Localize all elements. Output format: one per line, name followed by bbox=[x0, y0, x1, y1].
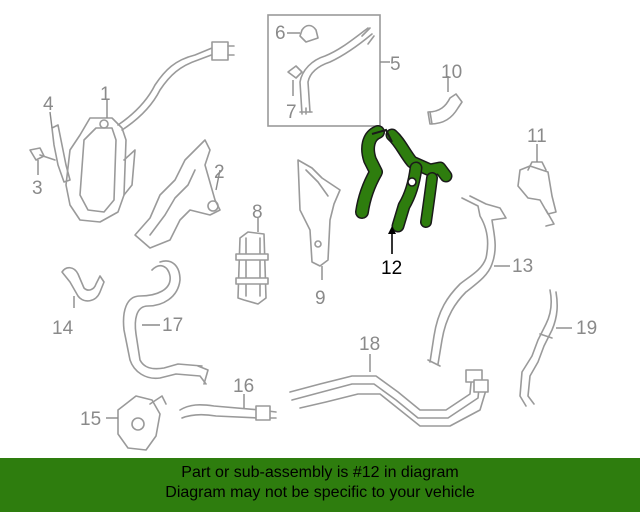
part-7-clamp[interactable] bbox=[287, 65, 303, 79]
callout-5: 5 bbox=[390, 54, 401, 75]
footer-banner: Part or sub-assembly is #12 in diagram D… bbox=[0, 458, 640, 512]
callout-3: 3 bbox=[32, 178, 43, 199]
callout-13: 13 bbox=[512, 256, 533, 277]
part-3-bolt[interactable] bbox=[29, 147, 56, 161]
part-12-hose[interactable] bbox=[355, 125, 453, 233]
part-6-clamp[interactable] bbox=[299, 24, 319, 43]
parts-diagram: 1 4 3 2 6 7 bbox=[29, 14, 597, 451]
part-2-bracket[interactable] bbox=[134, 139, 221, 249]
part-8-bracket[interactable] bbox=[235, 231, 269, 305]
part-5-hose[interactable] bbox=[299, 27, 375, 115]
part-11-valve[interactable] bbox=[517, 161, 557, 227]
callout-17: 17 bbox=[162, 315, 183, 336]
callout-4: 4 bbox=[43, 94, 54, 115]
callout-6: 6 bbox=[275, 23, 286, 44]
callout-1: 1 bbox=[100, 84, 111, 105]
callout-10: 10 bbox=[441, 62, 462, 83]
arrow-12 bbox=[388, 226, 396, 234]
callout-7: 7 bbox=[286, 102, 297, 123]
callout-11: 11 bbox=[527, 126, 547, 147]
callout-9: 9 bbox=[315, 288, 326, 309]
part-4-clip[interactable] bbox=[51, 124, 71, 183]
callout-2: 2 bbox=[214, 162, 225, 183]
leader-4 bbox=[49, 111, 53, 129]
part-18-pipe[interactable] bbox=[289, 369, 489, 427]
callout-15: 15 bbox=[80, 409, 101, 430]
part-10-hose[interactable] bbox=[427, 93, 463, 125]
part-14-hose[interactable] bbox=[61, 266, 105, 302]
callout-16: 16 bbox=[233, 376, 254, 397]
callout-12: 12 bbox=[381, 258, 402, 279]
callout-8: 8 bbox=[252, 202, 263, 223]
callout-18: 18 bbox=[359, 334, 380, 355]
part-9-bracket[interactable] bbox=[297, 159, 341, 267]
leader-2 bbox=[215, 169, 221, 191]
callout-19: 19 bbox=[576, 318, 597, 339]
callout-14: 14 bbox=[52, 318, 74, 339]
part-16-hose[interactable] bbox=[179, 404, 277, 421]
part-17-hose[interactable] bbox=[122, 260, 209, 385]
footer-line-1: Part or sub-assembly is #12 in diagram bbox=[181, 464, 459, 481]
part-19-hose[interactable] bbox=[519, 289, 558, 407]
part-15-housing[interactable] bbox=[117, 395, 167, 451]
part-1-reservoir[interactable] bbox=[65, 41, 235, 223]
footer-line-2: Diagram may not be specific to your vehi… bbox=[165, 484, 475, 501]
part-13-pipe[interactable] bbox=[427, 195, 507, 367]
